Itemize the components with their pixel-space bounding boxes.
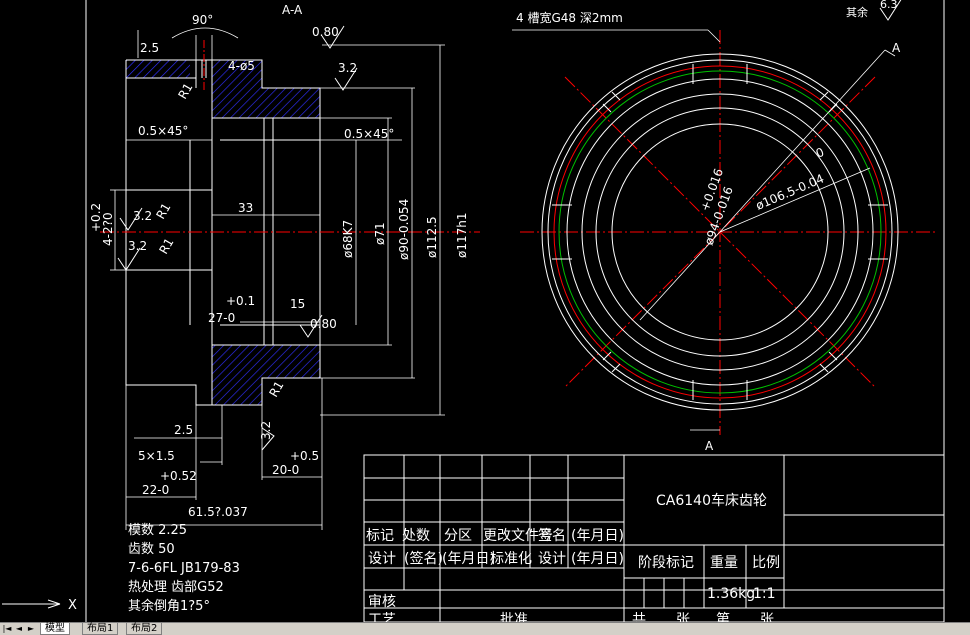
layout-tab-bar: |◄ ◄ ► 模型 布局1 布局2 <box>0 622 970 635</box>
spline-note: 4 槽宽G48 深2mm <box>516 10 623 25</box>
roughness-32-left2: 3.2 <box>128 239 147 253</box>
angle-label: 90° <box>192 13 213 27</box>
tab-layout2[interactable]: 布局2 <box>126 623 163 635</box>
note-chamfer: 其余倒角1?5° <box>128 598 210 614</box>
dim-tol-05: +0.5 <box>290 449 319 463</box>
dim-chamfer-left: 0.5×45° <box>138 124 188 138</box>
section-arrow-a-bottom: A <box>705 439 714 453</box>
part-name: CA6140车床齿轮 <box>656 492 767 509</box>
section-arrow-a-top: A <box>892 41 901 55</box>
front-dim-lines <box>512 29 896 431</box>
tb-weight-value: 1.36kg <box>707 586 755 602</box>
dim-90: ø90-0.054 <box>397 199 411 260</box>
section-title: A-A <box>282 3 303 17</box>
dim-r1-c: R1 <box>156 236 176 257</box>
tb-stage-label: 阶段标记 <box>638 555 694 571</box>
next-tab-icon[interactable]: ► <box>27 624 35 633</box>
dim-r1-d: R1 <box>266 379 286 400</box>
tb-scale-label: 比例 <box>752 555 780 571</box>
ucs-icon <box>2 599 61 609</box>
dim-pitch-diameter: ø106.5-0.04 <box>754 171 826 212</box>
dim-r1-b: R1 <box>153 201 173 222</box>
title-block <box>363 454 945 623</box>
note-accuracy: 7-6-6FL JB179-83 <box>128 561 240 576</box>
rest-roughness-value: 6.3 <box>880 0 898 11</box>
dimension-lines <box>110 30 445 530</box>
tb-weight-label: 重量 <box>710 555 738 571</box>
dim-71: ø71 <box>373 222 387 245</box>
dim-68: ø68K7 <box>341 220 355 258</box>
dim-25-bottom: 2.5 <box>174 423 193 437</box>
dim-tol-01: +0.1 <box>226 294 255 308</box>
dim-117: ø117h1 <box>455 213 469 259</box>
tb-design2-date: (年月日) <box>571 551 624 567</box>
tab-layout1[interactable]: 布局1 <box>82 623 119 635</box>
roughness-symbols <box>117 0 902 451</box>
dim-33: 33 <box>238 201 253 215</box>
dim-25-top: 2.5 <box>140 41 159 55</box>
tb-design2: 设计 <box>538 551 566 567</box>
dim-r1-a: R1 <box>175 81 195 102</box>
tab-model[interactable]: 模型 <box>40 623 70 635</box>
roughness-32-left1: 3.2 <box>133 209 152 223</box>
slot-markers <box>552 64 888 400</box>
dim-5x15: 5×1.5 <box>138 449 175 463</box>
gear-circles <box>541 53 899 411</box>
tb-label-change-doc: 更改文件号 <box>483 528 553 544</box>
tb-design-sign: (签名) <box>404 550 443 567</box>
tb-review: 审核 <box>368 594 396 610</box>
note-teeth: 齿数 50 <box>128 542 175 557</box>
ucs-x-label: X <box>68 598 77 613</box>
dim-tol-base: 4-2?0 <box>101 212 115 246</box>
rest-roughness-label: 其余 <box>846 5 868 19</box>
section-view: A-A 90° 0.80 3.2 3.2 3.2 0.80 3.2 2.5 4-… <box>89 0 902 614</box>
front-centerlines <box>520 30 935 435</box>
tb-label-mark: 标记 <box>366 528 394 544</box>
dim-200: 20-0 <box>272 463 299 477</box>
tb-design: 设计 <box>368 551 396 567</box>
tb-label-date: (年月日) <box>571 528 624 544</box>
tb-label-sign: 签名 <box>538 527 566 544</box>
note-heat: 热处理 齿部G52 <box>128 580 224 595</box>
prev-tab-icon[interactable]: ◄ <box>15 624 23 633</box>
section-hatch <box>126 60 320 405</box>
angle-arc <box>171 27 239 39</box>
tb-label-count: 处数 <box>402 528 430 544</box>
dim-holes: 4-ø5 <box>228 59 255 73</box>
dim-chamfer-right: 0.5×45° <box>344 127 394 141</box>
roughness-080-top: 0.80 <box>312 25 339 39</box>
dim-270: 27-0 <box>208 311 235 325</box>
tb-label-zone: 分区 <box>444 528 472 544</box>
dim-615: 61.5?.037 <box>188 505 248 519</box>
front-view: 4 槽宽G48 深2mm A A ø94-0.016 +0.016 ø106.5… <box>512 10 935 453</box>
tb-scale-value: 1:1 <box>753 586 776 602</box>
roughness-32-top: 3.2 <box>338 61 357 75</box>
dim-tol-top: +0.2 <box>89 203 103 232</box>
tb-design-date: (年月日) <box>442 551 495 567</box>
tb-standardize: 标准化 <box>490 551 532 567</box>
roughness-080-mid: 0.80 <box>310 317 337 331</box>
dim-1125: ø112.5 <box>425 216 439 258</box>
first-tab-icon[interactable]: |◄ <box>2 624 12 633</box>
dim-tol-052: +0.52 <box>160 469 197 483</box>
dim-220: 22-0 <box>142 483 169 497</box>
dim-15: 15 <box>290 297 305 311</box>
dim-pitch-tol: 0 <box>814 145 827 161</box>
note-module: 模数 2.25 <box>128 523 187 538</box>
roughness-32-bottom: 3.2 <box>259 421 273 440</box>
